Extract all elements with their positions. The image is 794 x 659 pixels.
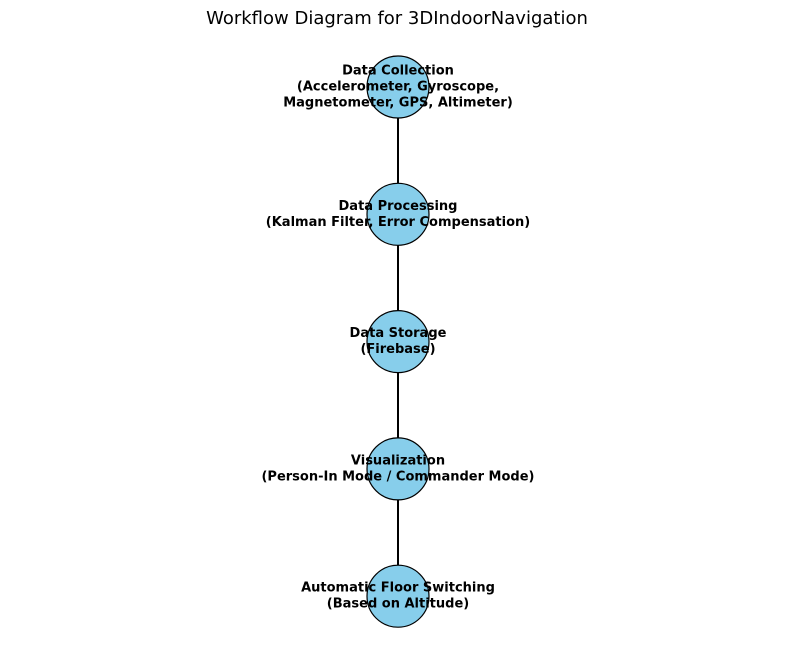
node-circle: [366, 564, 430, 628]
node-circle: [366, 182, 430, 246]
node-data-processing: Data Processing(Kalman Filter, Error Com…: [266, 182, 530, 246]
node-label-line: (Kalman Filter, Error Compensation): [266, 215, 530, 230]
node-label-line: Magnetometer, GPS, Altimeter): [283, 96, 513, 111]
node-label-line: Visualization: [351, 453, 445, 468]
diagram-title: Workflow Diagram for 3DIndoorNavigation: [206, 8, 588, 29]
node-label-line: Data Processing: [339, 199, 458, 214]
node-floor-switching: Automatic Floor Switching(Based on Altit…: [301, 564, 495, 628]
node-label-line: (Accelerometer, Gyroscope,: [297, 80, 499, 95]
node-circle: [366, 437, 430, 501]
node-label-line: Automatic Floor Switching: [301, 581, 495, 596]
node-label-line: Data Collection: [342, 64, 454, 79]
node-visualization: Visualization(Person-In Mode / Commander…: [261, 437, 535, 501]
node-circle: [366, 55, 430, 119]
node-circle: [366, 310, 430, 374]
node-data-storage: Data Storage(Firebase): [350, 310, 447, 374]
node-label-line: Data Storage: [350, 326, 447, 341]
node-label-line: (Firebase): [360, 342, 435, 357]
node-label-line: (Based on Altitude): [327, 597, 469, 612]
node-label-line: (Person-In Mode / Commander Mode): [261, 469, 534, 484]
node-data-collection: Data Collection(Accelerometer, Gyroscope…: [283, 55, 513, 119]
